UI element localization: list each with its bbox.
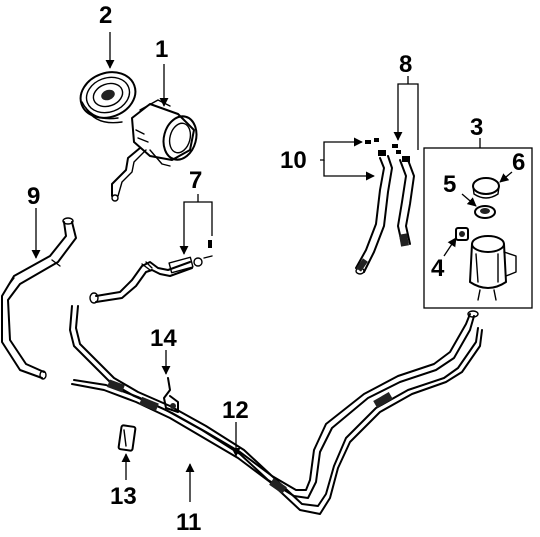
reservoir-tank — [469, 235, 517, 301]
cooler-hoses — [355, 138, 415, 275]
return-hose — [1, 217, 77, 380]
callout-10: 10 — [280, 147, 307, 174]
reservoir-seal — [474, 205, 496, 219]
callout-12: 12 — [222, 397, 249, 424]
callout-4: 4 — [431, 255, 445, 282]
power-steering-pump — [111, 99, 198, 202]
callout-11: 11 — [176, 509, 201, 536]
callout-3: 3 — [470, 114, 483, 141]
callout-5: 5 — [443, 171, 456, 198]
return-lines — [69, 305, 483, 515]
reservoir-group-box — [423, 147, 533, 309]
reservoir-cap — [472, 177, 500, 199]
pulley — [79, 71, 137, 124]
callout-13: 13 — [110, 483, 137, 510]
reservoir-connector — [455, 227, 469, 241]
leader-lines — [31, 32, 513, 502]
pressure-hose-assembly — [89, 240, 213, 304]
bracket — [117, 424, 137, 452]
callout-1: 1 — [155, 36, 168, 63]
callout-7: 7 — [189, 167, 202, 194]
callout-9: 9 — [27, 183, 40, 210]
callout-6: 6 — [512, 149, 525, 176]
callout-2: 2 — [99, 2, 112, 29]
hose-clamp — [163, 377, 179, 413]
callout-14: 14 — [150, 325, 177, 352]
callout-8: 8 — [399, 51, 412, 78]
